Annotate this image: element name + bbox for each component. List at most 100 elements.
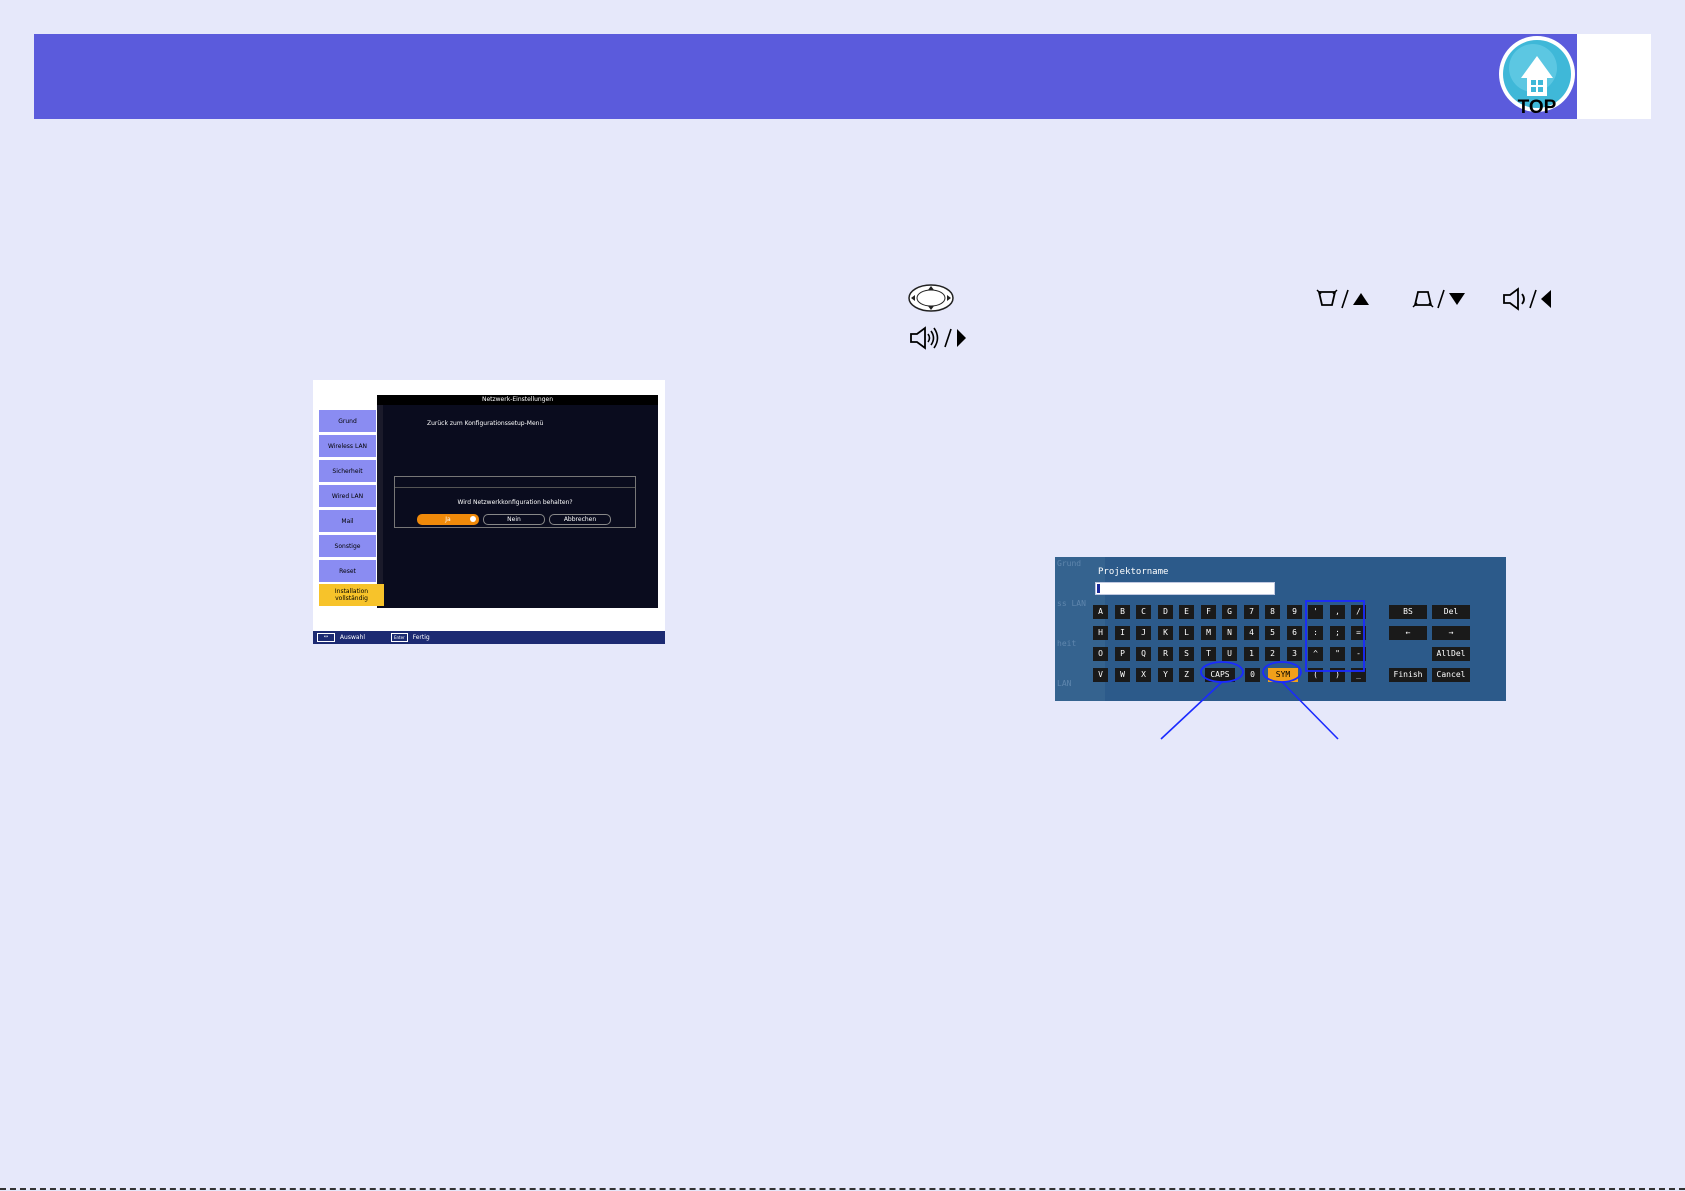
select-arrows-icon: ↔ bbox=[317, 633, 335, 642]
tab-grund[interactable]: Grund bbox=[319, 410, 376, 432]
key-1[interactable]: 1 bbox=[1244, 647, 1259, 661]
header-band bbox=[34, 34, 1577, 119]
key-g[interactable]: G bbox=[1222, 605, 1237, 619]
key-5[interactable]: 5 bbox=[1265, 626, 1280, 640]
caps-key[interactable]: CAPS bbox=[1205, 668, 1235, 682]
field-label: Projektorname bbox=[1098, 567, 1169, 577]
tab-wireless-lan[interactable]: Wireless LAN bbox=[319, 435, 376, 457]
key-7[interactable]: 7 bbox=[1244, 605, 1259, 619]
panel-gutter bbox=[377, 405, 383, 605]
key-y[interactable]: Y bbox=[1158, 668, 1173, 682]
direction-pad-icon bbox=[908, 284, 954, 312]
select-label: Auswahl bbox=[339, 634, 366, 641]
key-v[interactable]: V bbox=[1093, 668, 1108, 682]
tab-wired-lan[interactable]: Wired LAN bbox=[319, 485, 376, 507]
key-b[interactable]: B bbox=[1115, 605, 1130, 619]
confirm-dialog: Wird Netzwerkkonfiguration behalten? Ja … bbox=[394, 476, 636, 528]
key-r[interactable]: R bbox=[1158, 647, 1173, 661]
key-c[interactable]: C bbox=[1136, 605, 1151, 619]
key-q[interactable]: Q bbox=[1136, 647, 1151, 661]
tab-reset[interactable]: Reset bbox=[319, 560, 376, 582]
key-n[interactable]: N bbox=[1222, 626, 1237, 640]
key-u[interactable]: U bbox=[1222, 647, 1237, 661]
key-open-paren[interactable]: ( bbox=[1308, 668, 1323, 682]
key-j[interactable]: J bbox=[1136, 626, 1151, 640]
faint-menu-label: heit bbox=[1057, 639, 1077, 648]
volume-down-icon bbox=[1503, 287, 1551, 311]
finish-key[interactable]: Finish bbox=[1389, 668, 1427, 682]
key-equals[interactable]: = bbox=[1351, 626, 1366, 640]
key-o[interactable]: O bbox=[1093, 647, 1108, 661]
key-quote[interactable]: " bbox=[1330, 647, 1345, 661]
faint-menu-label: Grund bbox=[1057, 559, 1082, 568]
tab-sonstige[interactable]: Sonstige bbox=[319, 535, 376, 557]
tab-sicherheit[interactable]: Sicherheit bbox=[319, 460, 376, 482]
key-k[interactable]: K bbox=[1158, 626, 1173, 640]
cancel-button[interactable]: Abbrechen bbox=[549, 514, 611, 525]
selected-check-icon bbox=[470, 516, 476, 522]
key-3[interactable]: 3 bbox=[1287, 647, 1302, 661]
header-corner bbox=[1577, 34, 1651, 119]
key-slash[interactable]: / bbox=[1351, 605, 1366, 619]
done-label: Fertig bbox=[412, 634, 430, 641]
top-icon bbox=[1499, 36, 1575, 112]
backspace-key[interactable]: BS bbox=[1389, 605, 1427, 619]
key-p[interactable]: P bbox=[1115, 647, 1130, 661]
key-caret[interactable]: ^ bbox=[1308, 647, 1323, 661]
key-f[interactable]: F bbox=[1201, 605, 1216, 619]
volume-up-icon bbox=[910, 326, 966, 350]
key-z[interactable]: Z bbox=[1179, 668, 1194, 682]
return-to-setup-menu[interactable]: Zurück zum Konfigurationssetup-Menü bbox=[427, 420, 544, 427]
key-6[interactable]: 6 bbox=[1287, 626, 1302, 640]
key-comma[interactable]: , bbox=[1330, 605, 1345, 619]
network-settings-screenshot: Netzwerk-Einstellungen Grund Wireless LA… bbox=[313, 380, 665, 644]
projector-name-input[interactable] bbox=[1095, 582, 1275, 595]
key-9[interactable]: 9 bbox=[1287, 605, 1302, 619]
soft-keyboard-screenshot: Grund ss LAN heit LAN Projektorname A B … bbox=[1055, 557, 1506, 701]
key-8[interactable]: 8 bbox=[1265, 605, 1280, 619]
no-button[interactable]: Nein bbox=[483, 514, 545, 525]
top-logo[interactable]: TOP bbox=[1497, 34, 1577, 119]
all-delete-key[interactable]: AllDel bbox=[1432, 647, 1470, 661]
key-t[interactable]: T bbox=[1201, 647, 1216, 661]
dialog-divider bbox=[395, 487, 635, 488]
cursor-right-key[interactable]: → bbox=[1432, 626, 1470, 640]
key-w[interactable]: W bbox=[1115, 668, 1130, 682]
sym-key[interactable]: SYM bbox=[1268, 668, 1298, 682]
key-e[interactable]: E bbox=[1179, 605, 1194, 619]
key-close-paren[interactable]: ) bbox=[1330, 668, 1345, 682]
key-2[interactable]: 2 bbox=[1265, 647, 1280, 661]
key-l[interactable]: L bbox=[1179, 626, 1194, 640]
yes-button[interactable]: Ja bbox=[417, 514, 479, 525]
yes-label: Ja bbox=[445, 516, 451, 523]
key-4[interactable]: 4 bbox=[1244, 626, 1259, 640]
settings-title: Netzwerk-Einstellungen bbox=[377, 395, 658, 405]
dialog-question: Wird Netzwerkkonfiguration behalten? bbox=[457, 499, 573, 506]
key-d[interactable]: D bbox=[1158, 605, 1173, 619]
text-cursor bbox=[1097, 584, 1100, 593]
status-bar: ↔ Auswahl Enter Fertig bbox=[313, 631, 665, 644]
key-underscore[interactable]: _ bbox=[1351, 668, 1366, 682]
key-0[interactable]: 0 bbox=[1245, 668, 1260, 682]
faint-menu-label: LAN bbox=[1057, 679, 1072, 688]
faint-menu-label: ss LAN bbox=[1057, 599, 1086, 608]
key-semicolon[interactable]: ; bbox=[1330, 626, 1345, 640]
key-h[interactable]: H bbox=[1093, 626, 1108, 640]
tab-installation-complete[interactable]: Installation vollständig bbox=[319, 584, 384, 606]
page-bottom-rule bbox=[0, 1188, 1685, 1190]
key-s[interactable]: S bbox=[1179, 647, 1194, 661]
key-a[interactable]: A bbox=[1093, 605, 1108, 619]
keystone-up-icon bbox=[1316, 289, 1369, 309]
key-m[interactable]: M bbox=[1201, 626, 1216, 640]
key-colon[interactable]: : bbox=[1308, 626, 1323, 640]
cancel-key[interactable]: Cancel bbox=[1432, 668, 1470, 682]
key-i[interactable]: I bbox=[1115, 626, 1130, 640]
tab-mail[interactable]: Mail bbox=[319, 510, 376, 532]
top-logo-text: TOP bbox=[1517, 97, 1557, 118]
key-x[interactable]: X bbox=[1136, 668, 1151, 682]
delete-key[interactable]: Del bbox=[1432, 605, 1470, 619]
cursor-left-key[interactable]: ← bbox=[1389, 626, 1427, 640]
keystone-down-icon bbox=[1412, 289, 1465, 309]
key-apostrophe[interactable]: ' bbox=[1308, 605, 1323, 619]
key-hyphen[interactable]: - bbox=[1351, 647, 1366, 661]
